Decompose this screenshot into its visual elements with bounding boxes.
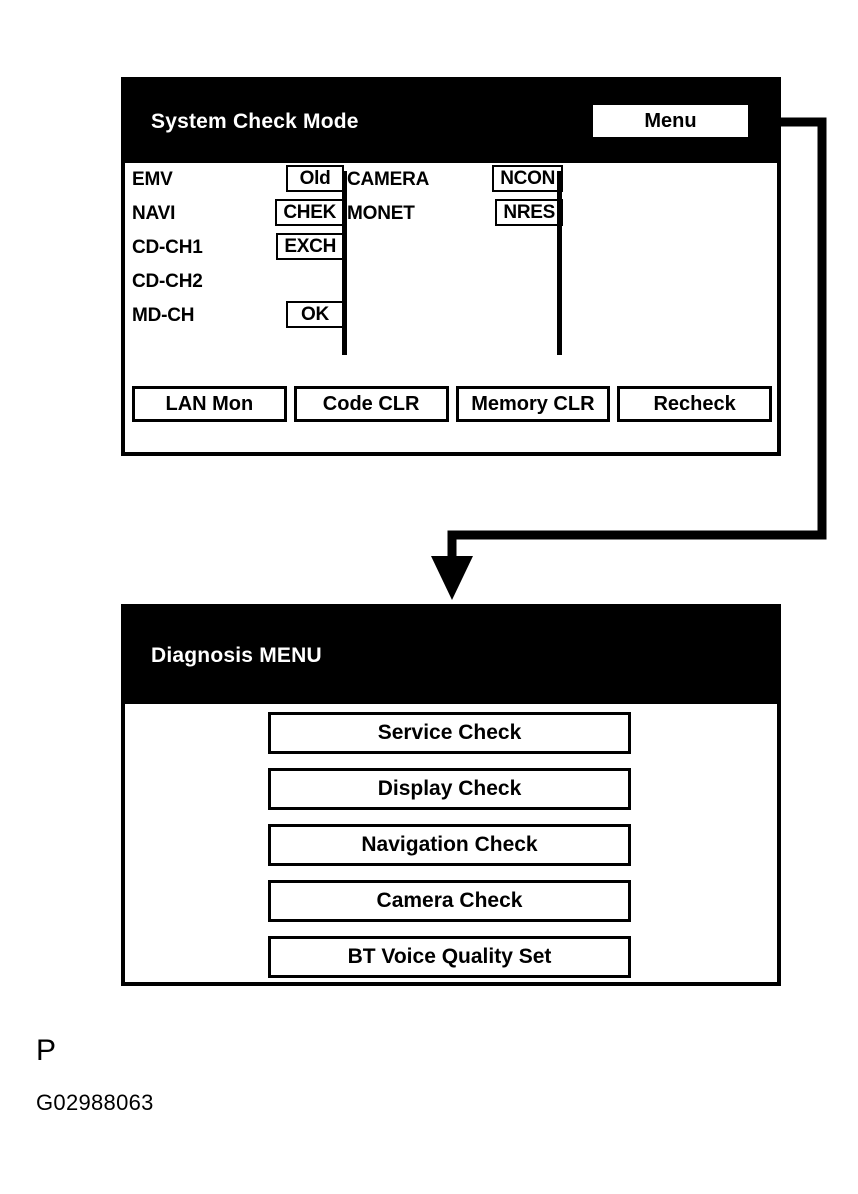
memory-clr-button[interactable]: Memory CLR (455, 386, 611, 422)
diagnosis-menu-panel: Diagnosis MENU Service Check Display Che… (121, 604, 781, 986)
camera-check-button[interactable]: Camera Check (268, 880, 631, 922)
caption-code: G02988063 (36, 1090, 154, 1115)
menu-button[interactable]: Menu (591, 103, 750, 139)
status-badge: CHEK (275, 199, 344, 226)
status-badge: NRES (495, 199, 563, 226)
status-label: MD-CH (132, 305, 195, 326)
status-badge: OK (286, 301, 344, 328)
status-row (347, 265, 567, 299)
status-label: NAVI (132, 203, 176, 224)
status-label: CD-CH1 (132, 237, 203, 258)
status-badge: Old (286, 165, 344, 192)
status-row[interactable]: NAVI CHEK (132, 197, 350, 231)
status-row[interactable]: CD-CH1 EXCH (132, 231, 350, 265)
bt-voice-quality-set-button[interactable]: BT Voice Quality Set (268, 936, 631, 978)
status-row (347, 299, 567, 333)
system-check-panel: System Check Mode Menu EMV Old NAVI CHEK… (121, 77, 781, 456)
caption-marker: P (36, 1034, 57, 1067)
status-label: MONET (347, 203, 415, 224)
status-badge (505, 267, 563, 294)
status-column-left: EMV Old NAVI CHEK CD-CH1 EXCH CD-CH2 MD-… (132, 163, 350, 333)
status-row[interactable]: CAMERA NCON (347, 163, 567, 197)
display-check-button[interactable]: Display Check (268, 768, 631, 810)
status-label: EMV (132, 169, 173, 190)
status-badge: EXCH (276, 233, 344, 260)
recheck-button[interactable]: Recheck (617, 386, 772, 422)
status-badge: NCON (492, 165, 563, 192)
system-check-body: EMV Old NAVI CHEK CD-CH1 EXCH CD-CH2 MD-… (125, 163, 777, 452)
status-grid: EMV Old NAVI CHEK CD-CH1 EXCH CD-CH2 MD-… (125, 163, 777, 359)
diagnosis-menu-list: Service Check Display Check Navigation C… (268, 712, 631, 978)
service-check-button[interactable]: Service Check (268, 712, 631, 754)
status-row[interactable]: CD-CH2 (132, 265, 350, 299)
status-badge (505, 233, 563, 260)
status-label: CD-CH2 (132, 271, 203, 292)
lan-mon-button[interactable]: LAN Mon (132, 386, 287, 422)
system-check-header: System Check Mode Menu (125, 81, 777, 163)
navigation-check-button[interactable]: Navigation Check (268, 824, 631, 866)
status-row[interactable]: MONET NRES (347, 197, 567, 231)
action-button-row: LAN Mon Code CLR Memory CLR Recheck (132, 386, 772, 422)
status-row[interactable]: EMV Old (132, 163, 350, 197)
column-divider (342, 171, 347, 355)
diagnosis-menu-title: Diagnosis MENU (151, 644, 322, 667)
diagnosis-menu-header: Diagnosis MENU (125, 608, 777, 704)
status-row[interactable]: MD-CH OK (132, 299, 350, 333)
figure-caption: P G02988063 (36, 1036, 154, 1116)
diagnosis-menu-body: Service Check Display Check Navigation C… (125, 704, 777, 982)
code-clr-button[interactable]: Code CLR (293, 386, 449, 422)
page-title: System Check Mode (151, 110, 359, 133)
column-divider (557, 171, 562, 355)
status-badge (505, 301, 563, 328)
status-row (347, 231, 567, 265)
status-label: CAMERA (347, 169, 430, 190)
status-badge (286, 267, 344, 294)
status-column-right: CAMERA NCON MONET NRES (347, 163, 567, 333)
